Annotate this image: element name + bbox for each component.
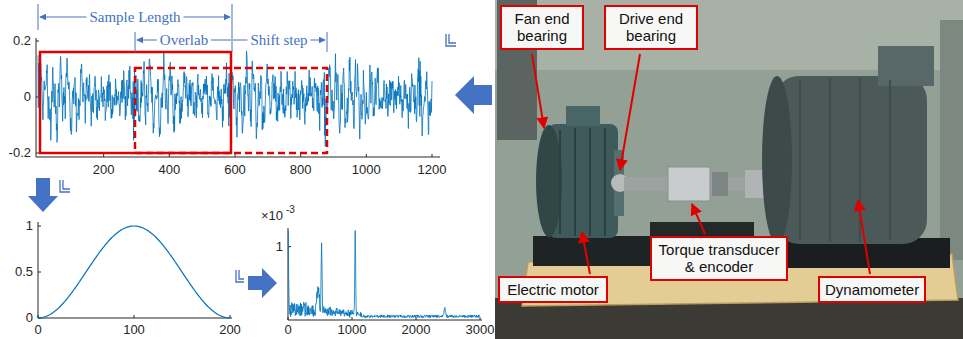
tick-label: 1 (26, 219, 33, 233)
dynamometer-rib (889, 80, 891, 240)
tick-label: 0 (26, 311, 33, 325)
tick-mark (366, 154, 367, 157)
part-callout: Dynamometer (818, 276, 926, 303)
lab-cabinet (940, 20, 963, 260)
tick-label: 3000 (466, 323, 495, 337)
tick-label: 100 (123, 323, 145, 337)
leader-line (620, 54, 640, 170)
test-rig-photo (495, 0, 963, 339)
spectrum-trace (288, 231, 480, 318)
callout-text: Torque transducer & encoder (657, 241, 781, 276)
motor-rib (574, 128, 576, 236)
callout-text: Dynamometer (825, 281, 919, 298)
window-curve (38, 226, 230, 318)
window-plot (38, 222, 232, 318)
dimension-tick (135, 32, 136, 52)
dimension-annotation (38, 4, 327, 52)
tick-label: 1 (276, 240, 283, 254)
tick-label: 1000 (338, 323, 367, 337)
block-arrow (28, 178, 58, 212)
tick-mark (235, 154, 236, 157)
dimension-tick (327, 32, 328, 52)
dimension-tick (232, 4, 233, 52)
tick-label: 0.2 (13, 34, 31, 48)
y-axis (38, 222, 39, 318)
leader-line (532, 54, 544, 128)
tick-mark (38, 226, 41, 227)
dynamometer-body (775, 76, 927, 244)
block-arrow (455, 76, 492, 114)
tick-mark (103, 154, 104, 157)
tick-label: 2000 (402, 323, 431, 337)
tick-mark (288, 317, 289, 320)
tick-mark (36, 153, 39, 154)
x-axis (36, 157, 440, 158)
small-marks (60, 34, 456, 282)
signal-plot (36, 38, 440, 157)
tick-label: 0 (34, 323, 41, 337)
part-callout: Drive end bearing (604, 5, 698, 50)
dimension-label: Overlab (157, 32, 211, 49)
callout-text: Drive end bearing (611, 10, 691, 45)
motor-platform (533, 236, 655, 266)
x-axis (38, 318, 232, 319)
tick-label: 0 (284, 323, 291, 337)
flow-arrows (28, 76, 492, 298)
tick-label: 1000 (352, 163, 381, 177)
axis-exponent: ×10 (261, 209, 283, 223)
lab-wall (495, 0, 963, 339)
tick-mark (300, 154, 301, 157)
leader-line (858, 200, 870, 274)
encoder (712, 172, 728, 196)
tick-label: 600 (224, 163, 246, 177)
tick-label: 200 (93, 163, 115, 177)
tick-mark (38, 272, 41, 273)
block-arrow (248, 268, 277, 298)
motor-rib (604, 128, 606, 236)
tick-mark (352, 317, 353, 320)
tick-label: 200 (219, 323, 241, 337)
part-callout: Fan end bearing (500, 5, 584, 50)
tick-label: 1200 (418, 163, 447, 177)
dimension-label: Shift step (247, 32, 310, 49)
tick-label: 400 (158, 163, 180, 177)
x-axis (288, 320, 482, 321)
axis-exponent: -3 (286, 204, 295, 215)
signal-trace (38, 51, 432, 146)
fan-end-cap (536, 125, 562, 237)
part-callout: Electric motor (498, 276, 608, 303)
torque-transducer (668, 167, 710, 201)
dimension-tick (38, 4, 39, 30)
dynamometer-top-box (878, 46, 934, 86)
mark-glyph (446, 34, 456, 46)
dynamometer-end (762, 76, 792, 244)
part-callout: Torque transducer & encoder (650, 236, 788, 281)
leader-line (692, 204, 705, 234)
tick-label: 0.5 (15, 265, 33, 279)
mark-glyph (236, 270, 244, 282)
shifted-sample-box (135, 68, 327, 153)
dimension-label: Sample Length (86, 9, 183, 26)
motor-rib (589, 128, 591, 236)
tick-mark (36, 41, 39, 42)
tick-mark (480, 317, 481, 320)
leader-line (582, 232, 590, 274)
dynamometer-rib (799, 80, 801, 240)
tick-label: 800 (290, 163, 312, 177)
tick-mark (134, 315, 135, 318)
terminal-box (566, 106, 600, 126)
tick-mark (432, 154, 433, 157)
segment-boxes (40, 52, 327, 153)
motor-rib (559, 130, 561, 234)
tick-label: -0.2 (9, 146, 31, 160)
spectrum-plot (288, 228, 482, 320)
dynamometer-rib (829, 78, 831, 242)
mark-glyph (60, 180, 70, 192)
callout-text: Electric motor (505, 281, 601, 298)
tick-label: 0 (24, 90, 31, 104)
callout-text: Fan end bearing (507, 10, 577, 45)
tick-mark (169, 154, 170, 157)
